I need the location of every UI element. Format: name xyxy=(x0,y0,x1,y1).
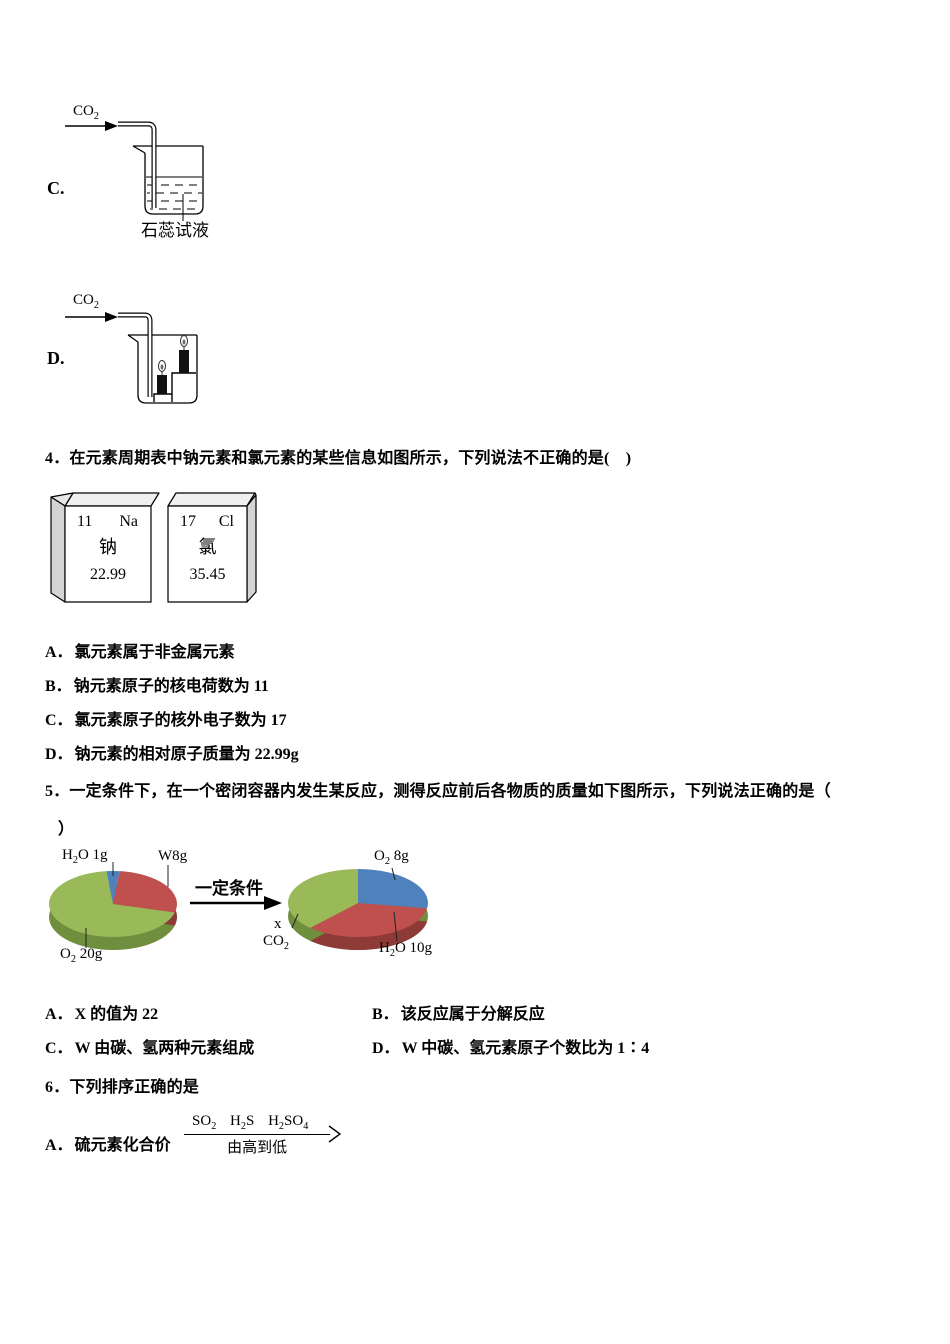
label-x-after: x xyxy=(274,916,282,932)
candle-low-icon xyxy=(157,360,167,394)
element-symbol-na: Na xyxy=(119,513,138,530)
q4-option-b: B．钠元素原子的核电荷数为 11 xyxy=(45,678,269,695)
beaker-body xyxy=(144,146,204,215)
reaction-arrow xyxy=(190,896,282,910)
element-name-cl: 氯 xyxy=(198,537,217,557)
sequence-formulas: SO2 H2S H2SO4 xyxy=(184,1113,331,1135)
co2-gas-label-c: CO2 xyxy=(73,103,99,122)
q5-stem-line1: 5．一定条件下，在一个密闭容器内发生某反应，测得反应前后各物质的质量如下图所示，… xyxy=(45,783,831,800)
q4-option-d: D．钠元素的相对原子质量为 22.99g xyxy=(45,746,299,763)
option-c-label: C. xyxy=(47,178,65,198)
litmus-apparatus-figure xyxy=(65,121,204,221)
gas-flow-arrow-head xyxy=(105,121,118,131)
sequence-direction-label: 由高到低 xyxy=(227,1140,288,1156)
pie-after xyxy=(287,867,429,951)
element-symbol-cl: Cl xyxy=(218,513,234,530)
q4-option-a: A．氯元素属于非金属元素 xyxy=(45,644,235,661)
q5-option-a: A．X 的值为 22 xyxy=(45,1006,159,1023)
q5-option-b: B．该反应属于分解反应 xyxy=(372,1006,545,1023)
pie-slice-o2-before xyxy=(49,871,175,937)
q6-stem: 6．下列排序正确的是 xyxy=(45,1079,200,1096)
label-h2o-before: H2O 1g xyxy=(62,847,108,866)
pie-slice-w-before xyxy=(113,871,178,913)
q4-option-c: C．氯元素原子的核外电子数为 17 xyxy=(45,712,287,729)
atomic-number-na: 11 xyxy=(77,513,93,530)
candle-high-icon xyxy=(179,335,189,373)
beaker-body xyxy=(137,335,198,404)
pie-slice-o2-after xyxy=(358,869,429,909)
pie-slice-h2o-before xyxy=(106,870,120,904)
label-o2-after: O2 8g xyxy=(374,848,409,867)
pie-before xyxy=(49,862,178,950)
atomic-number-cl: 17 xyxy=(180,513,196,530)
label-co2-after: CO2 xyxy=(263,933,289,952)
h2so4-formula: H2SO4 xyxy=(268,1113,309,1132)
q5-option-c: C．W 由碳、氢两种元素组成 xyxy=(45,1040,255,1057)
so2-formula: SO2 xyxy=(192,1113,217,1132)
reaction-condition-label: 一定条件 xyxy=(195,879,263,898)
pointer-co2-after xyxy=(291,913,299,929)
pie-slice-co2-after xyxy=(287,869,358,928)
h2s-formula: H2S xyxy=(230,1113,255,1132)
atomic-mass-na: 22.99 xyxy=(90,566,126,583)
element-tiles-figure xyxy=(50,492,257,603)
pointer-o2-after xyxy=(391,867,396,881)
element-tile-cl xyxy=(167,492,257,603)
element-tile-cl-text: 17 Cl 氯 35.45 xyxy=(168,506,247,602)
pie-slice-h2o-after xyxy=(310,903,428,938)
q5-option-d: D．W 中碳、氢元素原子个数比为 1∶4 xyxy=(372,1040,650,1057)
gas-delivery-tube xyxy=(118,121,157,208)
beaker-spout xyxy=(127,334,139,343)
option-d-label: D. xyxy=(47,348,65,368)
gas-flow-arrow-head xyxy=(105,312,118,322)
atomic-mass-cl: 35.45 xyxy=(189,566,226,583)
q5-stem-line2: ） xyxy=(58,821,75,838)
arrow-head-icon xyxy=(328,1125,342,1143)
element-name-na: 钠 xyxy=(99,537,117,557)
gas-delivery-tube xyxy=(118,312,153,397)
label-o2-before: O2 20g xyxy=(60,946,103,965)
label-h2o-after: H2O 10g xyxy=(379,940,433,959)
pointer-h2o-after xyxy=(393,911,398,942)
label-w-before: W8g xyxy=(158,848,188,864)
beaker-spout xyxy=(132,145,146,154)
reaction-pie-figure xyxy=(49,862,429,951)
element-tile-na xyxy=(50,492,160,603)
candle-apparatus-figure xyxy=(65,312,198,404)
co2-gas-label-d: CO2 xyxy=(73,292,99,311)
q4-stem: 4．在元素周期表中钠元素和氯元素的某些信息如图所示，下列说法不正确的是( ) xyxy=(45,450,632,467)
litmus-caption: 石蕊试液 xyxy=(141,221,209,240)
valence-sequence-arrow: SO2 H2S H2SO4 由高到低 xyxy=(184,1113,342,1157)
q6-option-a: A．硫元素化合价 xyxy=(45,1137,171,1154)
element-tile-na-text: 11 Na 钠 22.99 xyxy=(65,506,151,602)
